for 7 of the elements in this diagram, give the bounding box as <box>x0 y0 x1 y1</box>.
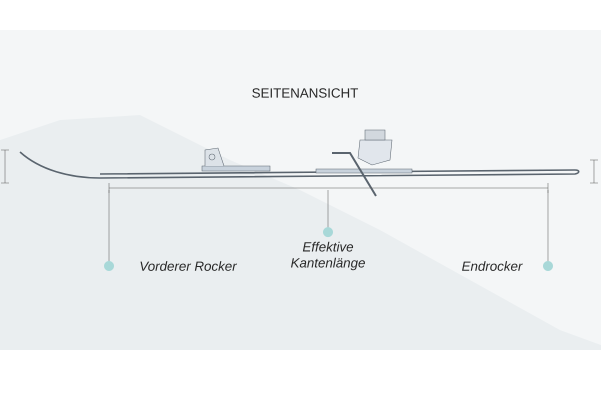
label-text: Endrocker <box>462 261 523 271</box>
title: SEITENANSICHT <box>252 88 358 98</box>
leader-line <box>543 190 553 271</box>
leader-line <box>323 190 333 238</box>
label-text: Vorderer Rocker <box>140 261 238 271</box>
label-text: Effektive Kantenlänge <box>290 242 365 270</box>
leader-line <box>104 190 114 271</box>
